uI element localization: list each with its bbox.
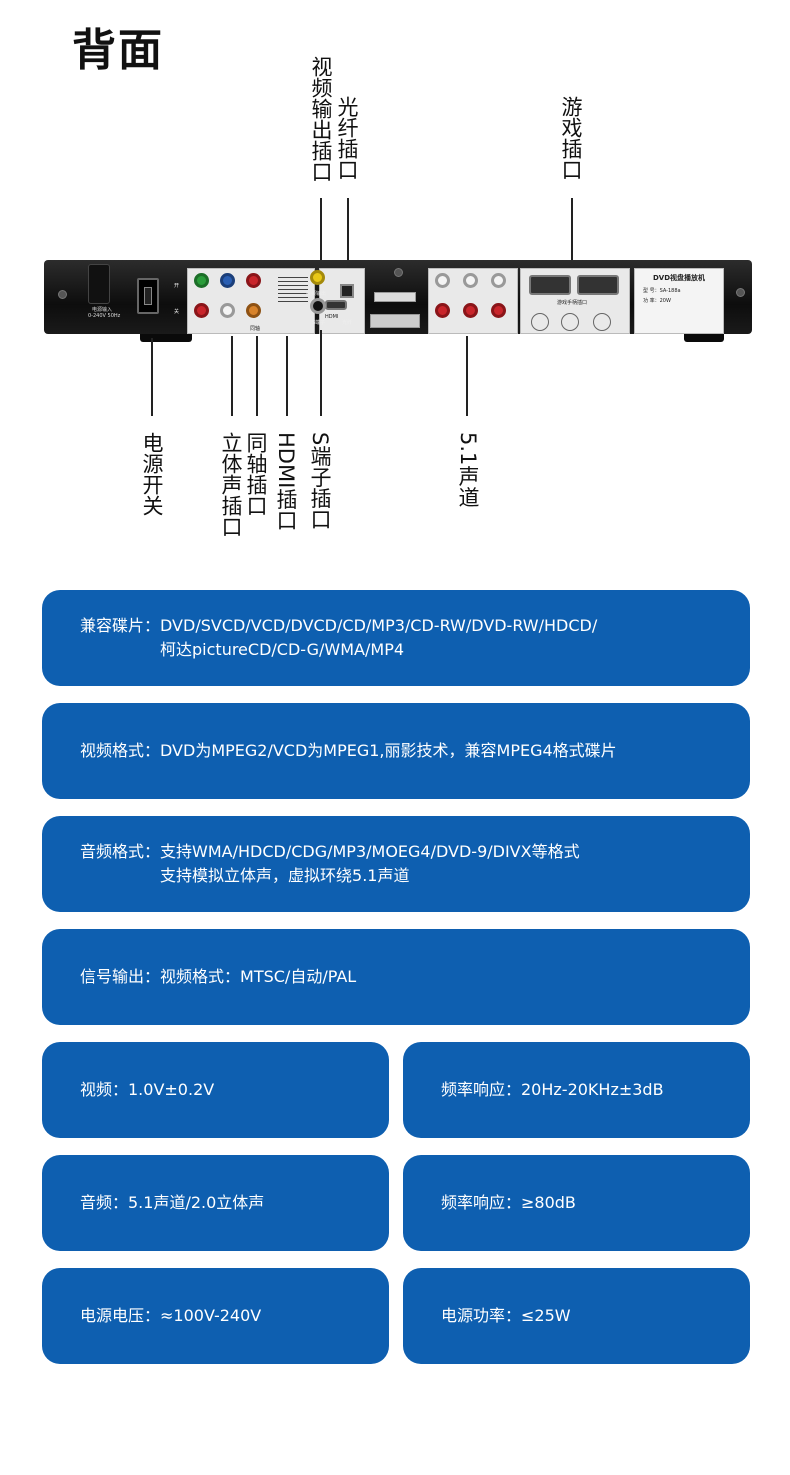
jack-u[interactable] <box>220 273 235 288</box>
label-surround: 5.1声道 <box>456 432 480 508</box>
game-panel: 游戏手柄插口 <box>520 268 630 334</box>
jack-v[interactable] <box>246 273 261 288</box>
leader-stereo <box>231 336 233 416</box>
optical-port[interactable] <box>340 284 354 298</box>
power-switch[interactable] <box>137 278 159 314</box>
spec-card-audio-format: 音频格式：支持WMA/HDCD/CDG/MP3/MOEG4/DVD-9/DIVX… <box>42 816 750 912</box>
label-s-video: S端子插口 <box>308 432 332 530</box>
spec-card-frequency-response-db: 频率响应：≥80dB <box>403 1155 750 1251</box>
dvd-player-rear: 电源输入 0-240V 50Hz 开 关 同轴 HDMI 视频输出 S端子 光纤 <box>44 256 752 342</box>
spec-card-voltage: 电源电压：≈100V-240V <box>42 1268 389 1364</box>
leader-game <box>571 198 573 272</box>
label-video-out: 视频输出插口 <box>309 56 333 182</box>
spec-card-video-format: 视频格式：DVD为MPEG2/VCD为MPEG1,丽影技术，兼容MPEG4格式碟… <box>42 703 750 799</box>
leader-surround <box>466 336 468 416</box>
page-title: 背面 <box>72 25 164 76</box>
spec-card-frequency-response: 频率响应：20Hz-20KHz±3dB <box>403 1042 750 1138</box>
hdmi-port[interactable] <box>325 300 347 310</box>
leader-power-switch <box>151 338 153 416</box>
leader-coaxial <box>256 336 258 416</box>
jack-audio-left[interactable] <box>194 303 209 318</box>
label-coaxial: 同轴插口 <box>244 432 268 516</box>
spec-card-audio: 音频：5.1声道/2.0立体声 <box>42 1155 389 1251</box>
info-plate: DVD视盘播放机 型 号：SA-188a 功 率：20W <box>634 268 724 334</box>
leader-video-out <box>320 198 322 260</box>
label-power-switch: 电源开关 <box>140 432 164 516</box>
s-video-port[interactable] <box>310 298 326 314</box>
spec-card-discs: 兼容碟片：DVD/SVCD/VCD/DVCD/CD/MP3/CD-RW/DVD-… <box>42 590 750 686</box>
label-stereo: 立体声插口 <box>219 432 243 537</box>
leader-optical <box>347 198 349 270</box>
spec-card-power: 电源功率：≤25W <box>403 1268 750 1364</box>
av-panel: 同轴 <box>187 268 315 334</box>
jack-audio-right[interactable] <box>220 303 235 318</box>
spec-card-signal-output: 信号输出：视频格式：MTSC/自动/PAL <box>42 929 750 1025</box>
leader-hdmi <box>286 336 288 416</box>
jack-video-out[interactable] <box>310 270 325 285</box>
label-game: 游戏插口 <box>559 96 583 180</box>
label-optical: 光纤插口 <box>335 96 359 180</box>
jack-coaxial[interactable] <box>246 303 261 318</box>
game-port-1[interactable] <box>529 275 571 295</box>
surround-panel <box>428 268 518 334</box>
spec-card-video: 视频：1.0V±0.2V <box>42 1042 389 1138</box>
leader-s-video <box>320 330 322 416</box>
game-port-2[interactable] <box>577 275 619 295</box>
jack-y[interactable] <box>194 273 209 288</box>
label-hdmi: HDMI插口 <box>274 432 298 531</box>
